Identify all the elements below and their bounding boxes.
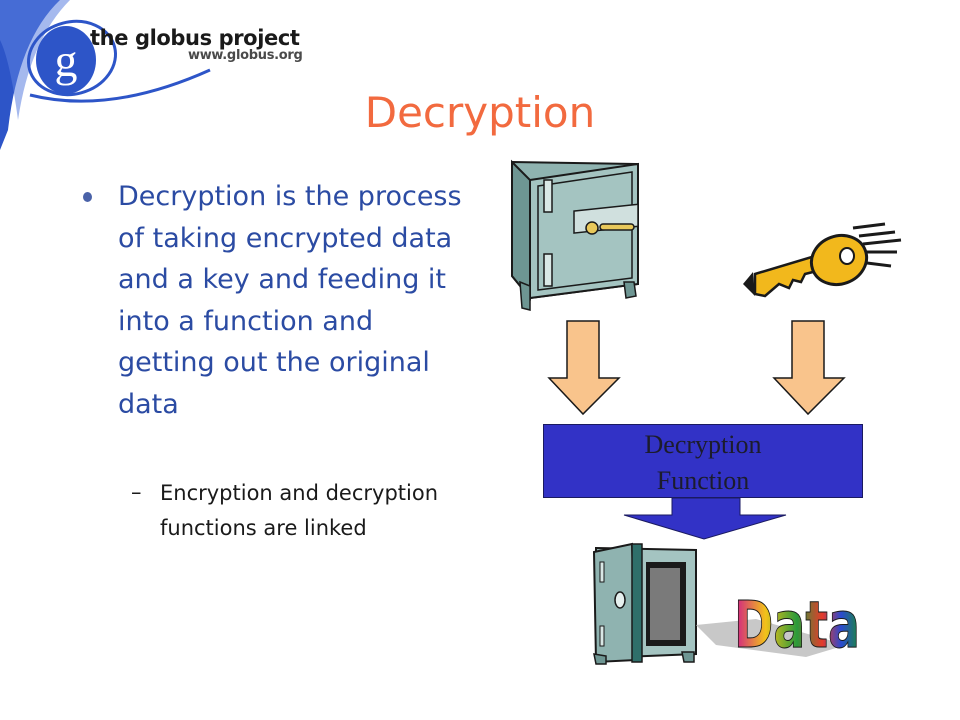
logo-name: the globus project bbox=[90, 26, 300, 50]
logo-url: www.globus.org bbox=[188, 48, 303, 63]
safe-icon bbox=[511, 159, 639, 311]
sub-bullet-text: Encryption and decryption functions are … bbox=[160, 481, 439, 540]
decryption-function-box: Decryption Function bbox=[543, 424, 863, 498]
slide-title: Decryption bbox=[364, 88, 596, 137]
function-box-line2: Function bbox=[656, 466, 750, 495]
function-box-line1: Decryption bbox=[644, 430, 762, 459]
logo-mark: g bbox=[36, 26, 96, 94]
arrow-left bbox=[547, 320, 621, 416]
open-safe-icon bbox=[592, 542, 697, 665]
arrow-down-output bbox=[623, 497, 787, 540]
data-word-art: Data bbox=[696, 589, 861, 664]
logo-letter: g bbox=[55, 35, 78, 86]
key-icon bbox=[743, 222, 902, 298]
sub-bullet-dash: – bbox=[131, 480, 142, 504]
data-label: Data bbox=[734, 589, 860, 663]
bullet-text: Decryption is the process of taking encr… bbox=[118, 181, 462, 420]
bullet-icon bbox=[83, 192, 92, 202]
logo-swoosh bbox=[0, 0, 211, 150]
arrow-right bbox=[772, 320, 846, 416]
